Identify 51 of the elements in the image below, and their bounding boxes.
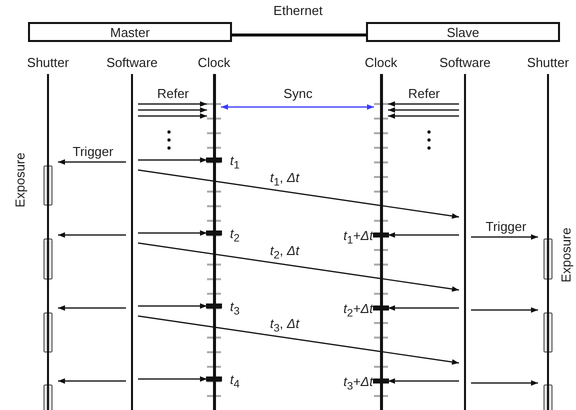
arrow (138, 169, 460, 219)
time-label: t$_{1}$+Δt (343, 228, 373, 249)
time-label: t$_{2}$ (230, 226, 240, 247)
arrow (471, 307, 538, 313)
arrow (388, 113, 459, 119)
arrow (138, 157, 207, 163)
time-label: t$_{1}$ (230, 153, 240, 174)
lifeline-label: Shutter (526, 55, 570, 71)
arrow (58, 232, 126, 238)
arrow (138, 242, 460, 292)
edge-label: Refer (157, 86, 189, 101)
time-label: t$_{4}$ (230, 372, 240, 393)
network-link (232, 34, 366, 36)
axis-label: Exposure (558, 228, 574, 282)
arrow (138, 113, 207, 119)
lifeline-label: Software (105, 55, 159, 71)
time-label: t$_{3}$+Δt (343, 374, 373, 395)
edge-label: t$_{3}$, Δt (270, 316, 300, 337)
arrow (388, 101, 459, 107)
arrow (58, 159, 126, 165)
device-box: Slave (366, 22, 560, 42)
arrow (388, 305, 459, 311)
lifeline-label: Clock (364, 55, 398, 71)
arrow (221, 104, 374, 110)
axis-label: Exposure (12, 152, 28, 208)
edge-label: t$_{1}$, Δt (270, 170, 300, 191)
lifeline-label: Software (438, 55, 492, 71)
edge-label: Refer (408, 86, 440, 101)
edge-label: Ethernet (273, 3, 323, 18)
arrow (138, 230, 207, 236)
arrow (471, 380, 538, 386)
arrow (58, 378, 126, 384)
arrow (138, 303, 207, 309)
arrow (58, 305, 126, 311)
arrow (388, 232, 459, 238)
lifeline-label: Clock (196, 55, 232, 71)
device-box: Master (28, 22, 232, 42)
arrow (138, 107, 207, 113)
time-label: t$_{3}$ (230, 299, 240, 320)
edge-label: Trigger (486, 219, 526, 234)
edge-label: Sync (284, 86, 312, 101)
time-label: t$_{2}$+Δt (343, 301, 373, 322)
arrow (138, 315, 460, 365)
lifeline-label: Shutter (26, 55, 70, 71)
edge-label: t$_{2}$, Δt (270, 243, 300, 264)
arrow (388, 378, 459, 384)
arrow (388, 107, 459, 113)
edge-label: Trigger (72, 144, 114, 159)
arrow (138, 376, 207, 382)
arrow (471, 234, 538, 240)
arrow (138, 101, 207, 107)
